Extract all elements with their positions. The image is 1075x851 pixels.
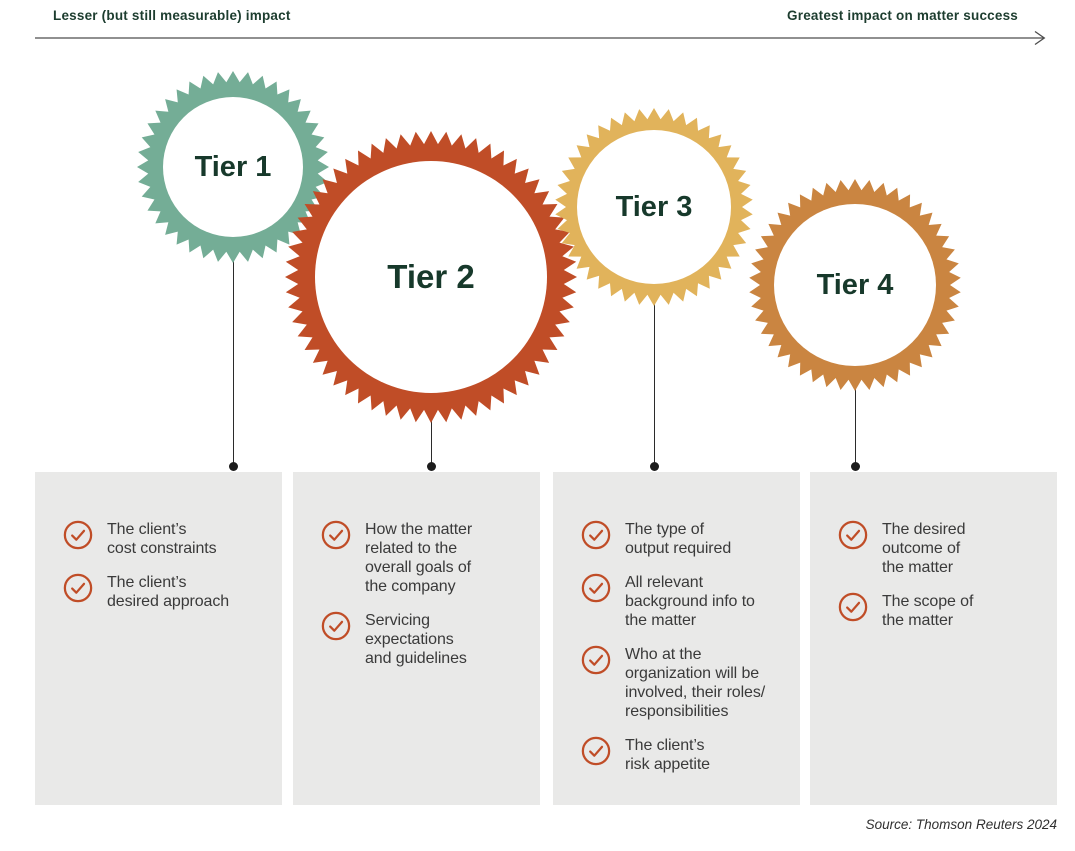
checklist-item: The client’s risk appetite <box>581 736 788 774</box>
checklist-item-text: The client’s risk appetite <box>625 737 710 773</box>
connector-line <box>431 417 433 466</box>
check-circle-icon <box>321 520 351 550</box>
checklist-item: The client’s cost constraints <box>63 520 270 558</box>
tier-1-gear <box>137 71 329 263</box>
checklist-item-text: How the matter related to the overall go… <box>365 521 473 595</box>
tier-3-gear <box>555 108 753 306</box>
connector-dot <box>850 461 860 471</box>
checklist-item: Who at the organization will be involved… <box>581 645 788 721</box>
connector-dot <box>649 461 659 471</box>
checklist-item-text: All relevant background info to the matt… <box>625 574 755 629</box>
checklist-item-text: The type of output required <box>625 521 732 557</box>
tier-4-gear <box>749 179 961 391</box>
checklist-item-text: The client’s desired approach <box>107 574 230 610</box>
check-circle-icon <box>63 520 93 550</box>
tier-2-details-box: How the matter related to the overall go… <box>293 472 540 805</box>
checklist-item: The client’s desired approach <box>63 573 270 611</box>
checklist-item-text: The scope of the matter <box>882 593 974 629</box>
source-credit: Source: Thomson Reuters 2024 <box>865 817 1057 832</box>
check-circle-icon <box>321 611 351 641</box>
connector-line <box>855 385 857 466</box>
check-circle-icon <box>581 645 611 675</box>
axis-label-lesser-impact: Lesser (but still measurable) impact <box>53 8 291 23</box>
check-circle-icon <box>581 736 611 766</box>
checklist-item: How the matter related to the overall go… <box>321 520 528 596</box>
axis-label-greatest-impact: Greatest impact on matter success <box>787 8 1018 23</box>
check-circle-icon <box>838 592 868 622</box>
connector-line <box>233 257 235 466</box>
checklist-item: The scope of the matter <box>838 592 1045 630</box>
tier-2-gear <box>285 131 577 423</box>
check-circle-icon <box>838 520 868 550</box>
axis-arrow <box>35 30 1046 46</box>
checklist-item: All relevant background info to the matt… <box>581 573 788 630</box>
check-circle-icon <box>581 573 611 603</box>
checklist-item-text: The client’s cost constraints <box>107 521 217 557</box>
checklist-item: The desired outcome of the matter <box>838 520 1045 577</box>
checklist-item-text: Servicing expectations and guidelines <box>365 612 467 667</box>
connector-line <box>654 300 656 466</box>
checklist-item-text: The desired outcome of the matter <box>882 521 966 576</box>
connector-dot <box>426 461 436 471</box>
checklist-item: Servicing expectations and guidelines <box>321 611 528 668</box>
checklist-item: The type of output required <box>581 520 788 558</box>
check-circle-icon <box>581 520 611 550</box>
checklist-item-text: Who at the organization will be involved… <box>625 646 766 720</box>
connector-dot <box>228 461 238 471</box>
check-circle-icon <box>63 573 93 603</box>
